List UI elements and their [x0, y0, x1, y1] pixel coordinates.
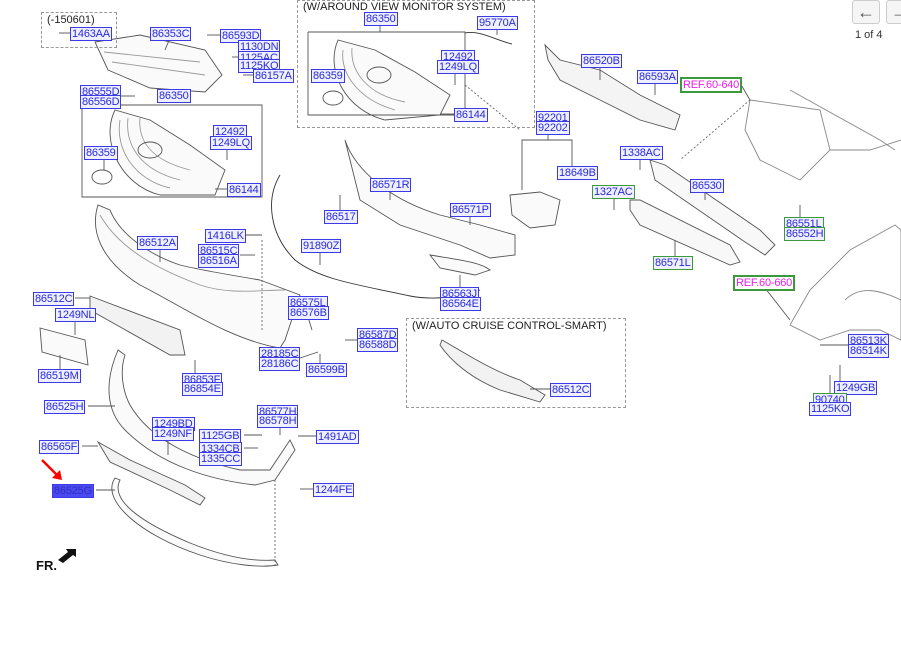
part-label[interactable]: 86525G: [52, 484, 94, 498]
reference-link[interactable]: REF.60-640: [680, 77, 743, 93]
part-label[interactable]: 86556D: [80, 95, 122, 109]
around-view-box: [297, 0, 535, 128]
lower-grille-part: [89, 295, 186, 356]
wiring-harness-part: [271, 174, 481, 299]
part-label[interactable]: 86519M: [38, 369, 81, 383]
part-label[interactable]: 1491AD: [316, 430, 359, 444]
part-label[interactable]: 86350: [364, 12, 398, 26]
lower-beam-part: [629, 199, 741, 266]
skid-plate-part: [96, 440, 206, 506]
part-label[interactable]: 86854E: [182, 382, 223, 396]
part-label[interactable]: 86359: [311, 69, 345, 83]
part-label[interactable]: 1244FE: [313, 483, 355, 497]
part-label[interactable]: 86350: [157, 89, 191, 103]
acc-grille-part: [439, 339, 546, 403]
part-label[interactable]: 86571P: [450, 203, 491, 217]
date-variant-note: (-150601): [47, 14, 95, 26]
part-label[interactable]: 86512A: [137, 236, 178, 250]
part-label[interactable]: 95770A: [477, 16, 518, 30]
license-bracket-part: [39, 327, 89, 366]
front-direction-label: FR.: [36, 558, 57, 573]
part-label[interactable]: 86516A: [198, 254, 239, 268]
part-label[interactable]: 1338AC: [620, 146, 663, 160]
part-label[interactable]: 86578H: [257, 414, 299, 428]
prev-page-button[interactable]: ←: [852, 0, 880, 24]
part-label[interactable]: 86552H: [784, 227, 826, 241]
arrow-right-icon: →: [891, 1, 901, 22]
part-label[interactable]: 86512C: [33, 292, 75, 306]
part-label[interactable]: 1463AA: [70, 27, 112, 41]
part-label[interactable]: 28186C: [259, 357, 301, 371]
part-label[interactable]: 86514K: [848, 344, 889, 358]
part-label[interactable]: 86593A: [637, 70, 678, 84]
arrow-left-icon: ←: [857, 1, 875, 22]
grille-part-left: [109, 109, 226, 196]
front-direction-arrow: [58, 549, 76, 563]
date-variant-box: [41, 12, 117, 48]
grille-part-av: [333, 39, 451, 121]
part-label[interactable]: 86144: [454, 108, 488, 122]
reference-link[interactable]: REF.60-660: [733, 275, 796, 291]
bumper-beam-part: [649, 159, 776, 256]
part-label[interactable]: 86576B: [288, 306, 329, 320]
part-label[interactable]: 86520B: [581, 54, 622, 68]
part-label[interactable]: 92202: [536, 121, 570, 135]
part-label[interactable]: 86144: [227, 183, 261, 197]
part-label[interactable]: 86157A: [253, 69, 294, 83]
part-label[interactable]: 86571R: [370, 178, 412, 192]
part-label[interactable]: 1125GB: [199, 429, 242, 443]
part-label[interactable]: 12492: [213, 125, 247, 139]
part-label[interactable]: 86525H: [44, 400, 86, 414]
around-view-note: (W/AROUND VIEW MONITOR SYSTEM): [303, 1, 506, 13]
part-label[interactable]: 1249LQ: [437, 60, 479, 74]
part-label[interactable]: 1416LK: [205, 229, 246, 243]
part-label[interactable]: 1249GB: [834, 381, 878, 395]
part-label[interactable]: 1249NL: [55, 308, 97, 322]
part-label[interactable]: 86588D: [357, 338, 399, 352]
next-page-button[interactable]: →: [886, 0, 901, 24]
part-label[interactable]: 1335CC: [199, 452, 243, 466]
part-label[interactable]: 86564E: [440, 297, 481, 311]
auto-cruise-note: (W/AUTO CRUISE CONTROL-SMART): [412, 320, 607, 332]
part-label[interactable]: 18649B: [557, 166, 598, 180]
auto-cruise-box: [406, 318, 626, 408]
part-label[interactable]: 1327AC: [592, 185, 635, 199]
radiator-support-part: [744, 99, 831, 181]
part-label[interactable]: 86359: [84, 146, 118, 160]
part-label[interactable]: 86517: [324, 210, 358, 224]
part-label[interactable]: 86571L: [653, 256, 693, 270]
part-label[interactable]: 86565F: [39, 440, 80, 454]
part-label[interactable]: 86512C: [550, 383, 592, 397]
lower-valance-part: [108, 349, 296, 486]
fog-lamp-part: [509, 191, 561, 229]
part-label[interactable]: 86353C: [150, 27, 192, 41]
fender-part: [789, 224, 901, 341]
part-label[interactable]: 86599B: [306, 363, 347, 377]
part-label[interactable]: 86530: [690, 179, 724, 193]
page-indicator: 1 of 4: [855, 29, 883, 41]
part-label[interactable]: 91890Z: [301, 239, 342, 253]
red-indicator-arrow: [41, 459, 62, 480]
part-label[interactable]: 1249NF: [152, 427, 194, 441]
part-label[interactable]: 1249LQ: [210, 136, 252, 150]
part-label[interactable]: 1125KO: [809, 402, 852, 416]
lamp-molding-part: [344, 139, 516, 259]
